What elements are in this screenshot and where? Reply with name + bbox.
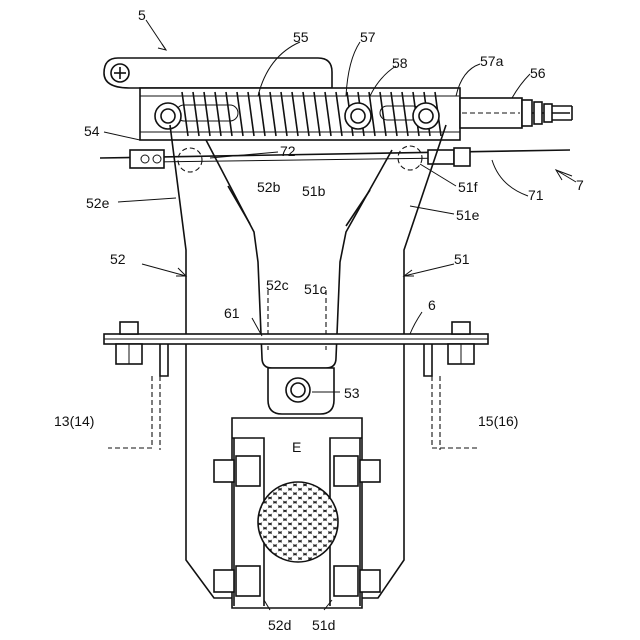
label-52: 52	[110, 251, 126, 267]
label-51c: 51c	[304, 281, 327, 297]
label-51e: 51e	[456, 207, 480, 223]
label-52b: 52b	[257, 179, 281, 195]
label-72: 72	[280, 143, 296, 159]
label-51d: 51d	[312, 617, 335, 633]
cable	[100, 146, 570, 172]
label-61: 61	[224, 305, 240, 321]
label-54: 54	[84, 123, 100, 139]
label-51: 51	[454, 251, 470, 267]
label-E: E	[292, 439, 301, 455]
label-51b: 51b	[302, 183, 326, 199]
label-13-14: 13(14)	[54, 413, 94, 429]
label-55: 55	[293, 29, 309, 45]
label-52c: 52c	[266, 277, 289, 293]
top-arm	[104, 58, 332, 88]
adjuster-rod	[460, 98, 572, 128]
label-15-16: 15(16)	[478, 413, 518, 429]
label-56: 56	[530, 65, 546, 81]
label-5: 5	[138, 7, 146, 23]
label-6: 6	[428, 297, 436, 313]
label-7: 7	[576, 177, 584, 193]
label-58: 58	[392, 55, 408, 71]
label-57a: 57a	[480, 53, 504, 69]
label-52d: 52d	[268, 617, 291, 633]
label-57: 57	[360, 29, 376, 45]
label-52e: 52e	[86, 195, 110, 211]
label-71: 71	[528, 187, 544, 203]
hub	[268, 368, 334, 414]
label-53: 53	[344, 385, 360, 401]
label-51f: 51f	[458, 179, 478, 195]
